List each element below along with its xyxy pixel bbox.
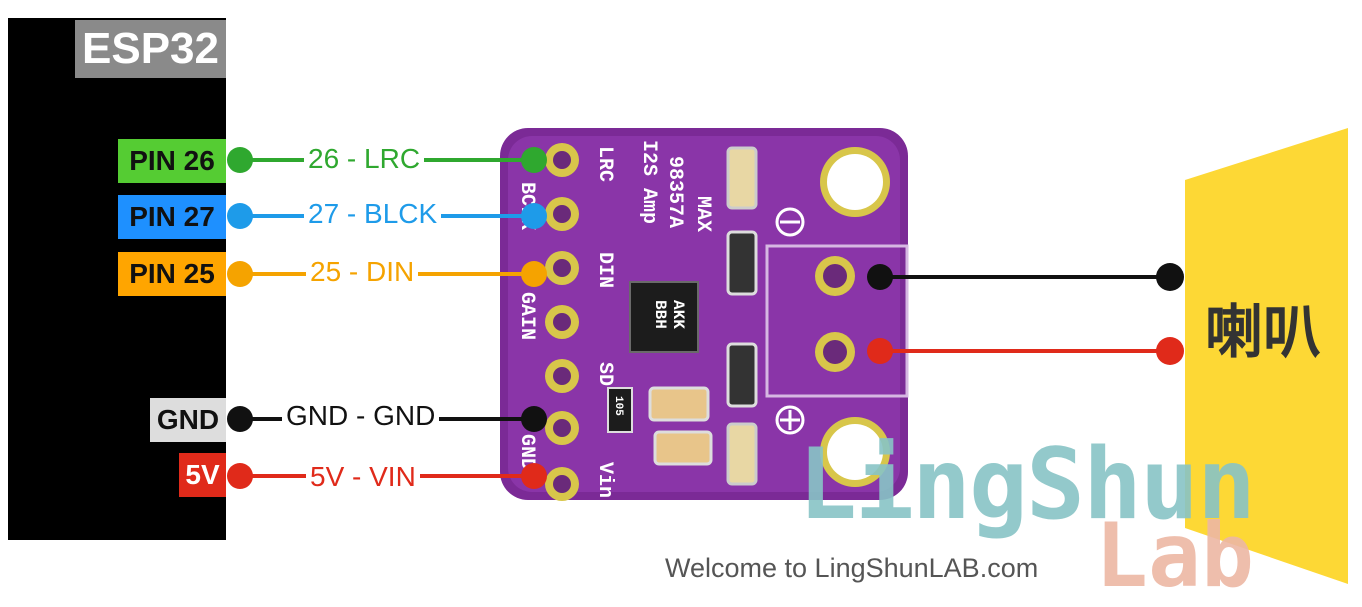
silk-98357a: 98357A xyxy=(663,156,686,228)
dot-bclk xyxy=(521,203,547,229)
wire-label-din: 25 - DIN xyxy=(306,254,419,290)
pin-26-label: PIN 26 xyxy=(118,139,226,183)
5v-label: 5V xyxy=(179,453,226,497)
chip-label-bbh: BBH xyxy=(651,300,669,329)
speaker-label: 喇叭 xyxy=(1205,298,1322,366)
pin-27-label: PIN 27 xyxy=(118,195,226,239)
silk-pin-sd: SD xyxy=(593,362,616,386)
dot-board-gnd xyxy=(521,406,547,432)
esp32-title: ESP32 xyxy=(75,20,226,78)
dot-speaker-minus xyxy=(1156,263,1184,291)
wire-label-vin: 5V - VIN xyxy=(306,459,420,495)
dot-terminal-minus xyxy=(867,264,893,290)
wire-label-lrc: 26 - LRC xyxy=(304,141,425,177)
max98357a-board xyxy=(500,128,909,501)
resistor-code: 105 xyxy=(612,396,624,416)
dot-pin27 xyxy=(227,203,253,229)
speaker-shape xyxy=(1185,128,1348,584)
dot-lrc xyxy=(521,147,547,173)
silk-pin-din: DIN xyxy=(593,252,616,288)
pin-25-label: PIN 25 xyxy=(118,252,226,296)
logo-lingshun: LingShun xyxy=(798,428,1256,542)
silk-pin-gain: GAIN xyxy=(515,292,538,340)
dot-esp-5v xyxy=(227,463,253,489)
dot-esp-gnd xyxy=(227,406,253,432)
dot-speaker-plus xyxy=(1156,337,1184,365)
dot-pin25 xyxy=(227,261,253,287)
dot-pin26 xyxy=(227,147,253,173)
silk-pin-vin: Vin xyxy=(593,462,616,498)
silk-max: MAX xyxy=(691,196,714,232)
chip-label-akk: AKK xyxy=(669,300,687,329)
dot-board-vin xyxy=(521,463,547,489)
welcome-text: Welcome to LingShunLAB.com xyxy=(665,553,1039,583)
logo-lab: Lab xyxy=(1095,504,1254,607)
silk-i2s-amp: I2S Amp xyxy=(637,140,660,224)
wire-label-gnd: GND - GND xyxy=(282,398,440,434)
wire-label-blck: 27 - BLCK xyxy=(304,196,442,232)
gnd-label: GND xyxy=(150,398,226,442)
dot-terminal-plus xyxy=(867,338,893,364)
dot-din xyxy=(521,261,547,287)
silk-pin-lrc: LRC xyxy=(593,146,616,182)
silk-pin-gnd: GND xyxy=(515,434,538,470)
